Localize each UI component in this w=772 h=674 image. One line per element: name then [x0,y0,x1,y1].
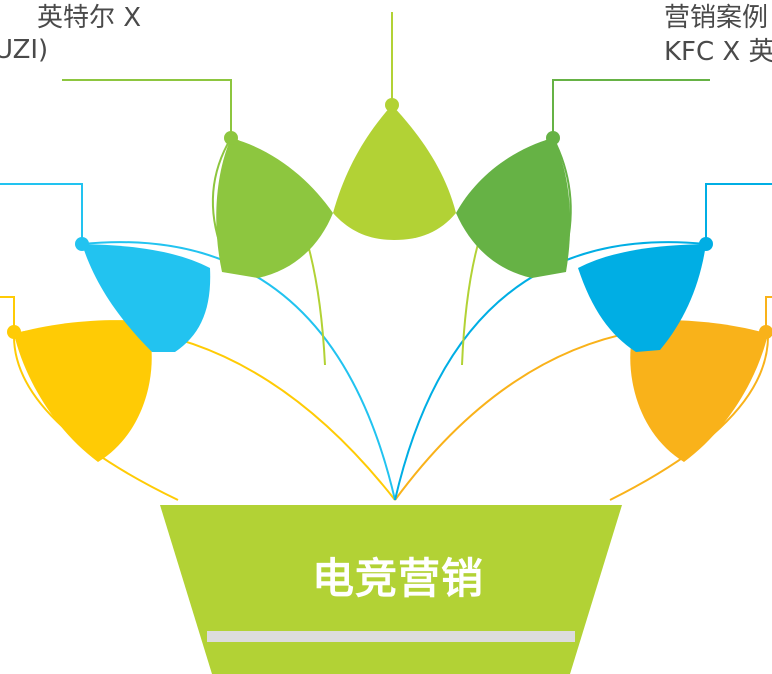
connector-line-right-orange [765,296,772,332]
petal-center-green [333,105,456,240]
dot-left-blue [75,237,89,251]
petal-right-orange [630,320,768,462]
stem-left-blue [81,241,396,501]
connector-line-right-green [552,79,710,138]
connector-line-right-blue [705,183,772,244]
dot-left-yellow [7,325,21,339]
dot-right-blue [699,237,713,251]
top-left-label-line-2: UZI) [0,35,49,65]
connector-line-left-blue [0,183,83,244]
top-right-label-line-1: 营销案例 [664,3,769,33]
connector-line-left-yellow [0,296,15,332]
petal-left-green [216,138,333,278]
petal-left-yellow [14,320,152,462]
top-right-label-line-2: KFC X 英 [664,37,772,67]
top-left-label-line-1: 英特尔 X [37,3,142,33]
petal-right-green [456,138,571,278]
connector-line-left-green [62,79,232,138]
petal-right-blue [578,244,706,352]
dot-right-orange [759,325,772,339]
stem-left-yellow [12,333,179,501]
petal-left-blue [82,244,211,352]
stem-right-orange [609,333,770,501]
pot-band [207,631,575,642]
connector-dots [7,98,772,339]
dot-left-green [224,131,238,145]
pot-title: 电竞营销 [311,554,484,603]
stem-right-blue [394,241,707,501]
dot-center-green [385,98,399,112]
dot-right-green [546,131,560,145]
